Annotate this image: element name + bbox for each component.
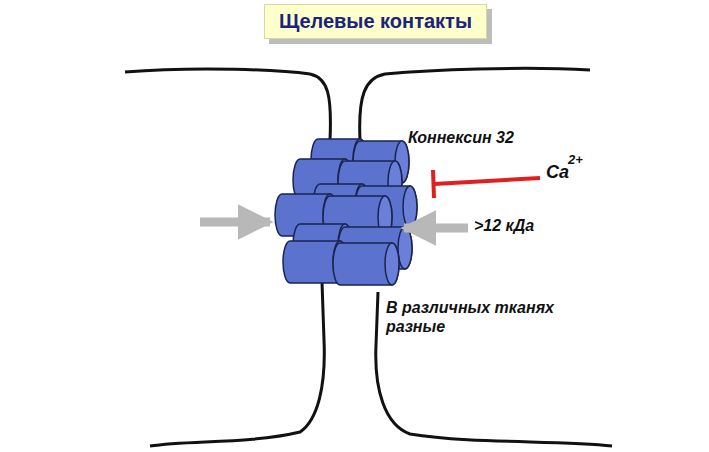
connexin-cylinder xyxy=(333,243,399,285)
flux-arrow xyxy=(404,224,468,233)
charge-superscript: 2+ xyxy=(568,152,583,168)
left-membrane-bottom xyxy=(150,282,324,446)
cylinder-body xyxy=(333,243,399,285)
right-membrane-bottom xyxy=(376,292,612,446)
flux-arrow xyxy=(200,218,270,227)
cylinder-end xyxy=(385,243,399,285)
cylinder-end xyxy=(398,227,412,269)
cylinder-end xyxy=(403,186,417,228)
inhibition-line xyxy=(434,178,540,184)
connexon-cluster xyxy=(275,139,417,285)
ion-label: Ca xyxy=(546,162,569,184)
inhibition-bar xyxy=(433,170,434,198)
size-label: >12 кДа xyxy=(474,216,534,235)
note-label: В различных тканях разные xyxy=(386,298,606,336)
protein-label: Коннексин 32 xyxy=(408,128,514,147)
title: Щелевые контакты xyxy=(264,4,487,39)
cell-membranes xyxy=(125,68,612,446)
